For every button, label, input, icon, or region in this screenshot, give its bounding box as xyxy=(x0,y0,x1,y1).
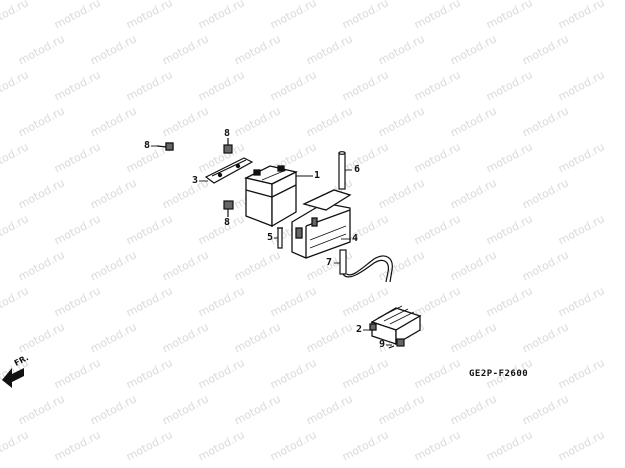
callout-8-left: 8 xyxy=(144,140,151,151)
bolt-8-top xyxy=(223,138,233,154)
diagram-code: GE2P-F2600 xyxy=(469,369,529,379)
front-direction-arrow xyxy=(2,368,24,388)
regulator-rectifier xyxy=(369,305,422,346)
callout-8-top: 8 xyxy=(224,128,231,139)
bolt-8-lower xyxy=(223,200,234,217)
callout-3: 3 xyxy=(192,175,199,186)
callout-4: 4 xyxy=(352,233,359,244)
vent-tube xyxy=(338,151,346,190)
callout-7: 7 xyxy=(326,257,333,268)
bolt-9 xyxy=(388,338,405,349)
leader-lines xyxy=(151,145,392,346)
battery-strap xyxy=(204,157,254,184)
callout-2: 2 xyxy=(356,324,363,335)
callout-5: 5 xyxy=(267,232,274,243)
breather-tube xyxy=(339,249,393,283)
callout-9: 9 xyxy=(379,339,386,350)
callout-6: 6 xyxy=(354,164,361,175)
callout-1: 1 xyxy=(314,170,321,181)
battery xyxy=(244,165,298,228)
callout-8-lower: 8 xyxy=(224,217,231,228)
battery-case xyxy=(291,189,352,259)
bolt-8-left xyxy=(156,142,174,151)
